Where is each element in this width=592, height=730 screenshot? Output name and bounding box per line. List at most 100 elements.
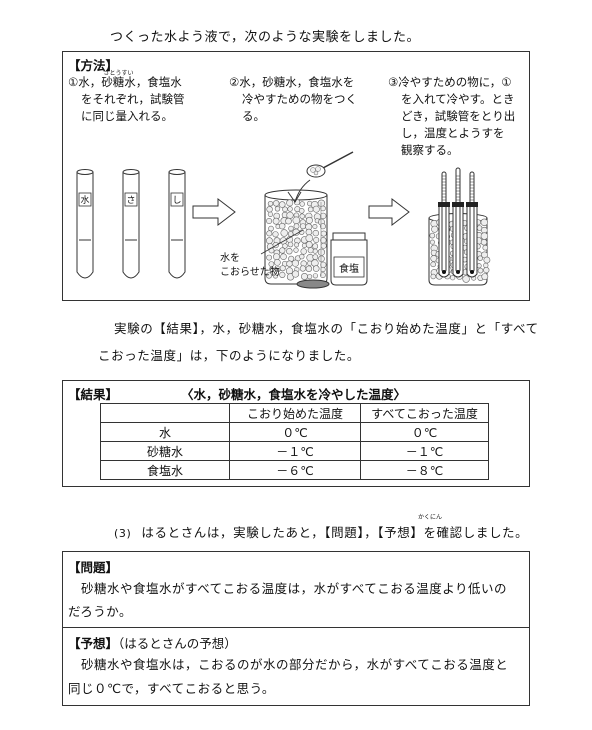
- question-number: (3): [114, 527, 132, 540]
- ice-chunk: [278, 201, 286, 208]
- experiment-illustration: 水 さ し 水を こおらせた物: [76, 151, 491, 289]
- ice-chunk: [319, 272, 326, 278]
- ice-chunk: [312, 265, 320, 272]
- intro-text: つくった水よう液で，次のような実験をしました。: [110, 30, 420, 45]
- result-caption: 〈水，砂糖水，食塩水を冷やした温度〉: [181, 387, 407, 402]
- prediction-header: 【予想】（はるとさんの予想）: [68, 633, 237, 652]
- table-row: 砂糖水 －１℃ －１℃: [100, 441, 489, 461]
- ice-chunk: [300, 248, 307, 255]
- ice-chunk: [269, 266, 275, 272]
- row-label-salt-water: 食塩水: [100, 460, 230, 480]
- test-tube-sugar-water: [122, 169, 140, 279]
- ice-chunk: [274, 206, 281, 212]
- ice-chunk: [430, 261, 437, 268]
- ice-chunk: [279, 271, 286, 278]
- problem-prediction-box: 【問題】 砂糖水や食塩水がすべてこおる温度は，水がすべてこおる温度より低いの だ…: [62, 551, 530, 706]
- ice-chunk: [291, 270, 300, 278]
- water-all-frozen: ０℃: [360, 422, 489, 442]
- ice-chunk: [299, 265, 306, 272]
- sugar-start-freeze: －１℃: [229, 441, 361, 461]
- row-label-water: 水: [100, 422, 230, 442]
- ice-chunk: [312, 248, 318, 254]
- jar-lid: [296, 279, 330, 289]
- ice-chunk: [287, 206, 293, 212]
- ice-chunk: [318, 255, 325, 263]
- sugar-all-frozen: －１℃: [360, 441, 489, 461]
- ice-chunk: [286, 199, 294, 207]
- ice-chunk: [265, 272, 273, 279]
- ice-chunk: [483, 256, 491, 264]
- sugar-water-reading: さとうすい: [103, 70, 134, 77]
- cooling-setup: [428, 167, 491, 286]
- ice-chunk: [430, 273, 436, 280]
- ice-chunk: [273, 200, 280, 207]
- salt-all-frozen: －８℃: [360, 460, 489, 480]
- ice-chunk: [292, 216, 301, 225]
- ice-leader-line: [260, 229, 304, 255]
- salt-jar: [330, 232, 368, 286]
- ice-chunk: [285, 267, 294, 275]
- ice-chunk: [286, 260, 293, 267]
- step1-line-3: に同じ量入れる。: [81, 109, 173, 123]
- ice-chunk: [429, 232, 436, 239]
- step2-line-2: 冷やすための物をつく: [242, 92, 357, 106]
- arrow-right-icon: [192, 197, 236, 227]
- ice-chunk: [312, 224, 318, 230]
- prediction-subtitle: （はるとさんの予想）: [118, 636, 237, 651]
- tube-label-box-1: [78, 192, 92, 207]
- ice-chunk: [285, 217, 292, 225]
- result-table: こおり始めた温度 すべてこおった温度 水 ０℃ ０℃ 砂糖水 －１℃ －１℃ 食…: [100, 403, 489, 480]
- ice-chunk: [305, 234, 314, 242]
- ice-chunk: [312, 205, 320, 213]
- ice-chunk: [312, 273, 318, 279]
- ice-chunk: [273, 258, 281, 266]
- method-box: 【方法】 ①水，さとうすい砂糖水，食塩水 をそれぞれ，試験管 に同じ量入れる。 …: [62, 51, 530, 301]
- ice-chunk: [477, 255, 483, 261]
- ice-chunk: [299, 201, 305, 207]
- sugar-water-ruby: さとうすい砂糖水: [101, 70, 136, 91]
- ice-chunk: [450, 275, 456, 281]
- ice-chunk: [293, 223, 300, 230]
- ice-chunk: [305, 228, 313, 236]
- ice-chunk: [301, 273, 309, 281]
- ice-chunk: [286, 211, 294, 219]
- ice-chunk: [282, 243, 288, 249]
- ice-chunk: [299, 253, 305, 260]
- result-box: 【結果】 〈水，砂糖水，食塩水を冷やした温度〉: [62, 380, 530, 487]
- ice-chunk: [319, 223, 326, 230]
- ice-chunk: [320, 230, 327, 237]
- step2-line-3: る。: [242, 109, 265, 123]
- step2-line-1: ②水，砂糖水，食塩水を: [229, 75, 355, 89]
- ice-label-line-2: こおらせた物: [220, 265, 280, 278]
- ice-chunk: [265, 237, 273, 245]
- ice-chunk: [291, 259, 299, 267]
- ice-chunk: [481, 273, 489, 280]
- test-tube-salt-water: [168, 169, 186, 279]
- ice-chunk: [476, 263, 482, 269]
- ice-chunk: [266, 230, 273, 237]
- ice-chunk: [279, 222, 286, 230]
- ice-chunk: [320, 242, 327, 249]
- ice-chunk: [300, 223, 307, 230]
- step1-line-1-b: ，食塩水: [135, 75, 182, 89]
- step3-line-5: 観察する。: [401, 143, 459, 157]
- table-header-empty: [100, 403, 230, 423]
- tube-label-box-3: [170, 192, 184, 207]
- ice-chunk: [286, 248, 293, 255]
- ice-chunk: [268, 261, 275, 267]
- pour-arrow-icon: [294, 179, 311, 203]
- ice-chunk: [299, 213, 305, 219]
- table-header-row: こおり始めた温度 すべてこおった温度: [100, 403, 489, 423]
- ice-chunk: [293, 247, 299, 253]
- ice-chunk: [477, 267, 484, 274]
- row-label-sugar-water: 砂糖水: [100, 441, 230, 461]
- method-step-3: ③冷やすための物に，① を入れて冷やす。とき どき，試験管をとり出 し，温度とよ…: [388, 74, 528, 159]
- ice-chunk: [480, 218, 488, 227]
- salt-start-freeze: －６℃: [229, 460, 361, 480]
- prediction-line-2: 同じ０℃で，すべてこおると思う。: [68, 681, 275, 696]
- prediction-line-1: 砂糖水や食塩水は，こおるのが水の部分だから，水がすべてこおる温度と: [81, 657, 509, 672]
- step3-line-1: ③冷やすための物に，①: [388, 75, 512, 89]
- scoop-icon: [306, 151, 354, 178]
- ice-chunk: [266, 254, 272, 261]
- ice-chunk: [462, 275, 470, 283]
